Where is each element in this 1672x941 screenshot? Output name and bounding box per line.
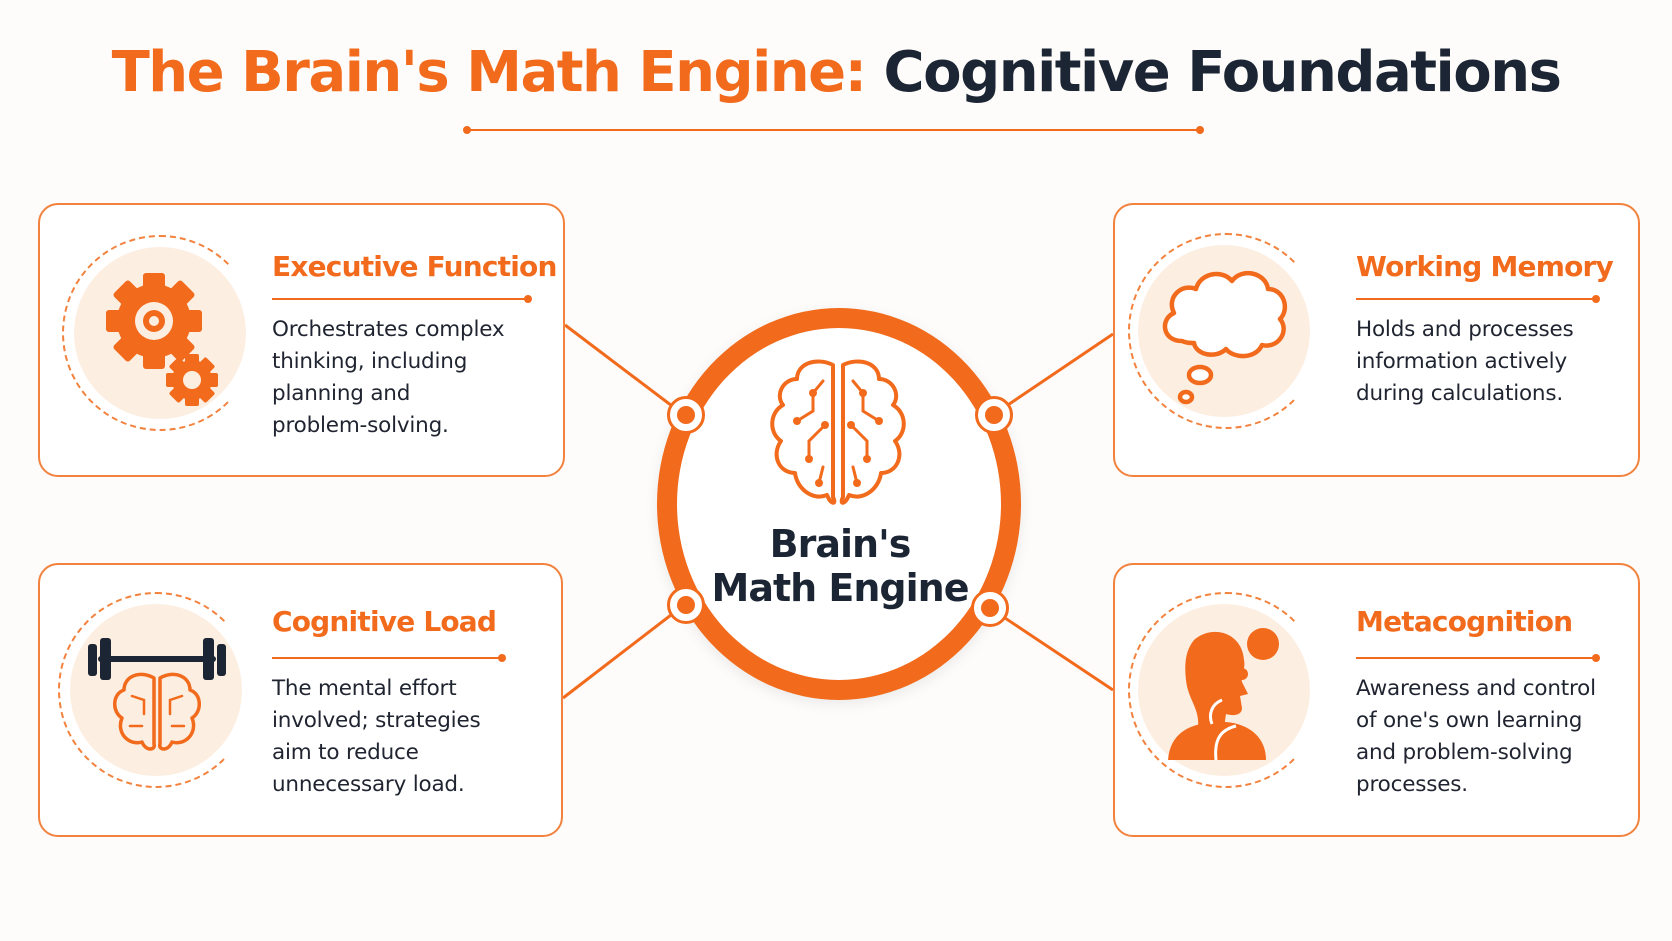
description-line: Holds and processes bbox=[1356, 317, 1574, 342]
connector-node bbox=[667, 396, 705, 434]
icon-ring bbox=[1128, 233, 1324, 429]
brain-icon bbox=[770, 359, 906, 505]
description-line: during calculations. bbox=[1356, 381, 1563, 406]
barbell-brain-icon bbox=[88, 638, 226, 751]
card-title-rule bbox=[1356, 654, 1600, 662]
gears-icon bbox=[106, 273, 218, 406]
description-line: planning and bbox=[272, 381, 411, 406]
card-description: Awareness and control of one's own learn… bbox=[1356, 673, 1596, 801]
icon-disc bbox=[74, 247, 246, 419]
connector-node bbox=[971, 589, 1009, 627]
description-line: information actively bbox=[1356, 349, 1567, 374]
description-line: The mental effort bbox=[272, 676, 457, 701]
thinking-person-icon bbox=[1168, 628, 1279, 761]
hub-label: Brain's Math Engine bbox=[690, 522, 990, 610]
description-line: Orchestrates complex bbox=[272, 317, 505, 342]
central-hub bbox=[657, 308, 1021, 700]
card-description: The mental effort involved; strategies a… bbox=[272, 673, 481, 801]
title-dark: Cognitive Foundations bbox=[883, 40, 1562, 105]
description-line: aim to reduce bbox=[272, 740, 419, 765]
description-line: processes. bbox=[1356, 772, 1468, 797]
title-accent: The Brain's Math Engine: bbox=[111, 40, 867, 105]
card-title-rule bbox=[272, 295, 532, 303]
icon-ring bbox=[1128, 592, 1324, 788]
icon-disc bbox=[70, 604, 242, 776]
card-title-rule bbox=[1356, 295, 1600, 303]
description-line: thinking, including bbox=[272, 349, 468, 374]
description-line: of one's own learning bbox=[1356, 708, 1583, 733]
icon-disc bbox=[1138, 604, 1310, 776]
card-title-rule bbox=[272, 654, 506, 662]
icon-disc bbox=[1138, 245, 1310, 417]
card-title: Executive Function bbox=[272, 250, 557, 283]
connector-node bbox=[975, 396, 1013, 434]
card-title: Metacognition bbox=[1356, 605, 1573, 638]
card-description: Orchestrates complex thinking, including… bbox=[272, 314, 505, 442]
title-underline bbox=[463, 126, 1204, 134]
description-line: problem-solving. bbox=[272, 413, 449, 438]
card-title: Cognitive Load bbox=[272, 605, 497, 638]
card-title: Working Memory bbox=[1356, 250, 1614, 283]
page-title: The Brain's Math Engine: Cognitive Found… bbox=[0, 40, 1672, 105]
hub-label-line: Math Engine bbox=[711, 566, 970, 610]
connector-node bbox=[667, 586, 705, 624]
thought-cloud-icon bbox=[1162, 270, 1288, 405]
description-line: unnecessary load. bbox=[272, 772, 465, 797]
icon-ring bbox=[58, 592, 254, 788]
hub-label-line: Brain's bbox=[769, 522, 912, 566]
description-line: and problem-solving bbox=[1356, 740, 1573, 765]
icon-ring bbox=[62, 235, 258, 431]
card-description: Holds and processes information actively… bbox=[1356, 314, 1574, 410]
description-line: involved; strategies bbox=[272, 708, 481, 733]
description-line: Awareness and control bbox=[1356, 676, 1596, 701]
